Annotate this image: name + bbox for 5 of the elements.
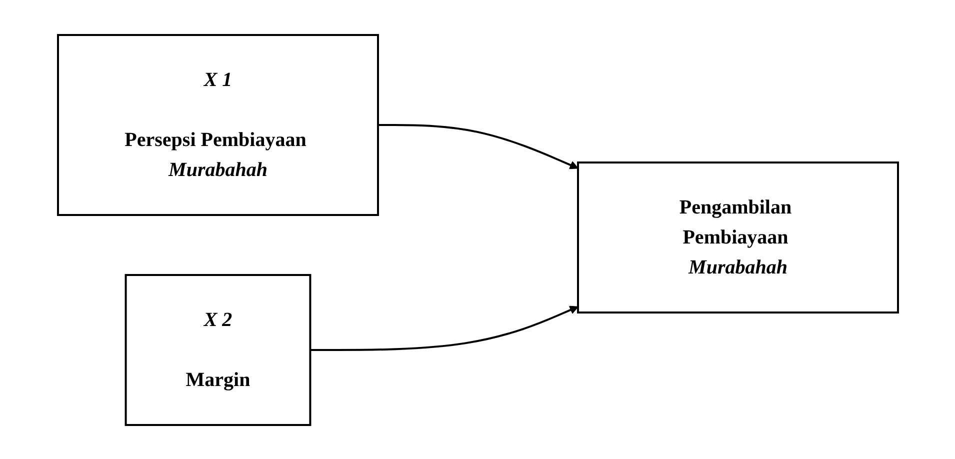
- arrow: [378, 124, 578, 169]
- arrow: [310, 305, 578, 350]
- node-box: X 2 Margin: [124, 274, 311, 426]
- node-box: X 1 Persepsi Pembiayaan Murabahah: [56, 34, 378, 216]
- node-box: Pengambilan Pembiayaan Murabahah: [576, 161, 898, 313]
